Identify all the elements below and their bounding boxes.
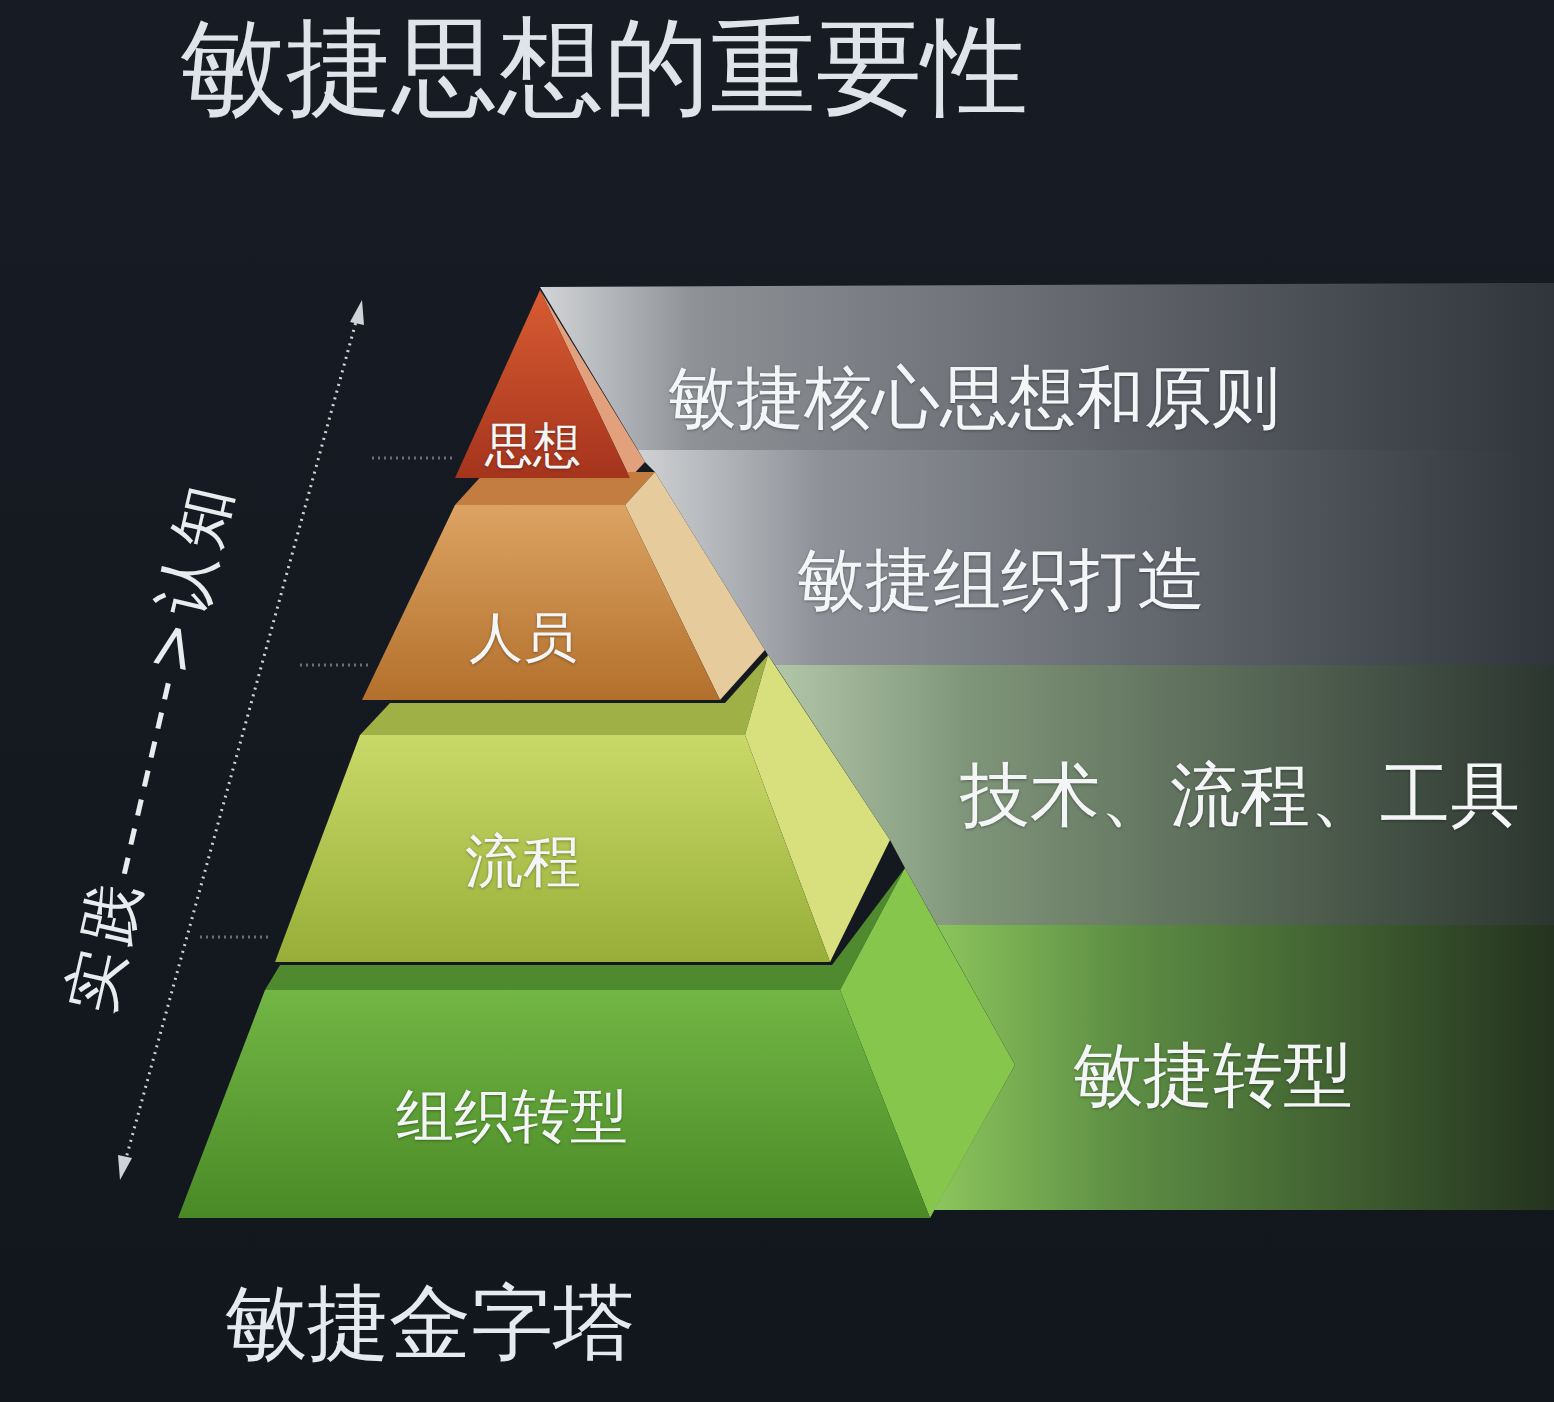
tier-label: 流程 <box>465 830 581 894</box>
band-label: 技术、流程、工具 <box>960 757 1520 834</box>
tier-face <box>178 990 930 1218</box>
tier-face <box>275 735 830 962</box>
band-fill <box>638 450 1554 665</box>
arrow-head <box>350 300 364 325</box>
tier-face <box>362 505 720 700</box>
slide-title: 敏捷思想的重要性 <box>180 10 1028 127</box>
tier-label: 人员 <box>469 608 577 667</box>
axis-label: 实践------->认知 <box>55 471 244 1018</box>
pyramid-tier: 人员 <box>362 505 720 700</box>
pyramid-tier: 组织转型 <box>178 990 930 1218</box>
arrow-head <box>118 1155 132 1180</box>
band-label: 敏捷转型 <box>1073 1037 1353 1114</box>
tier-label: 组织转型 <box>396 1085 628 1149</box>
description-band: 敏捷组织打造 <box>638 450 1554 665</box>
band-label: 敏捷核心思想和原则 <box>668 361 1280 436</box>
dotted-leader <box>372 457 452 460</box>
band-fill <box>540 283 1554 450</box>
pyramid-tier: 流程 <box>275 735 830 962</box>
band-fill <box>775 665 1554 925</box>
description-band: 敏捷转型 <box>934 925 1554 1210</box>
band-fill <box>934 925 1554 1210</box>
description-band: 敏捷核心思想和原则 <box>540 283 1554 450</box>
description-band: 技术、流程、工具 <box>775 665 1554 925</box>
dotted-leader <box>200 936 270 939</box>
band-label: 敏捷组织打造 <box>797 543 1205 618</box>
dotted-leader <box>300 664 368 667</box>
tier-shape <box>362 505 720 700</box>
tier-label: 思想 <box>485 419 581 472</box>
pyramid-caption: 敏捷金字塔 <box>225 1278 635 1368</box>
